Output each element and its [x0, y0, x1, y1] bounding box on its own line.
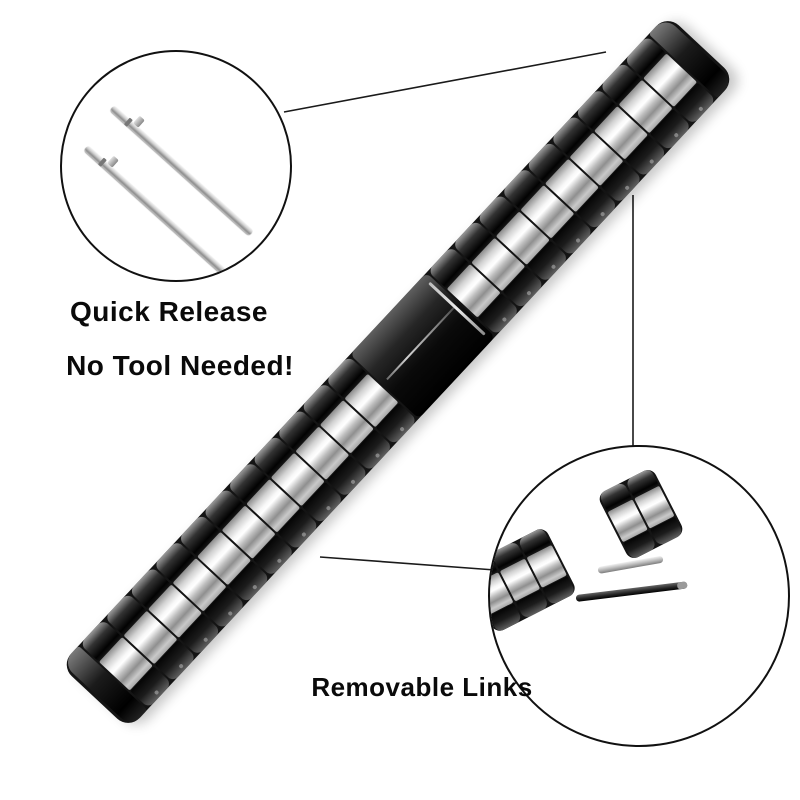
- quick-release-knob: [106, 155, 119, 168]
- detached-link-piece: [490, 526, 578, 634]
- pin-collar: [123, 117, 133, 127]
- spring-bar-pin: [109, 104, 255, 236]
- leader-line-links-inset-to-band: [319, 556, 496, 571]
- quick-release-knob: [132, 115, 145, 128]
- removable-links-label: Removable Links: [311, 672, 533, 702]
- quick-release-label: Quick Release: [70, 296, 268, 327]
- pin-removal-rod: [575, 581, 688, 602]
- leader-line-pins-to-band: [283, 51, 607, 113]
- no-tool-needed-label: No Tool Needed!: [66, 350, 294, 381]
- pin-collar: [97, 157, 107, 167]
- quick-release-pins-inset: [60, 50, 292, 282]
- detached-link-piece: [596, 466, 686, 562]
- removable-links-inset: [488, 445, 790, 747]
